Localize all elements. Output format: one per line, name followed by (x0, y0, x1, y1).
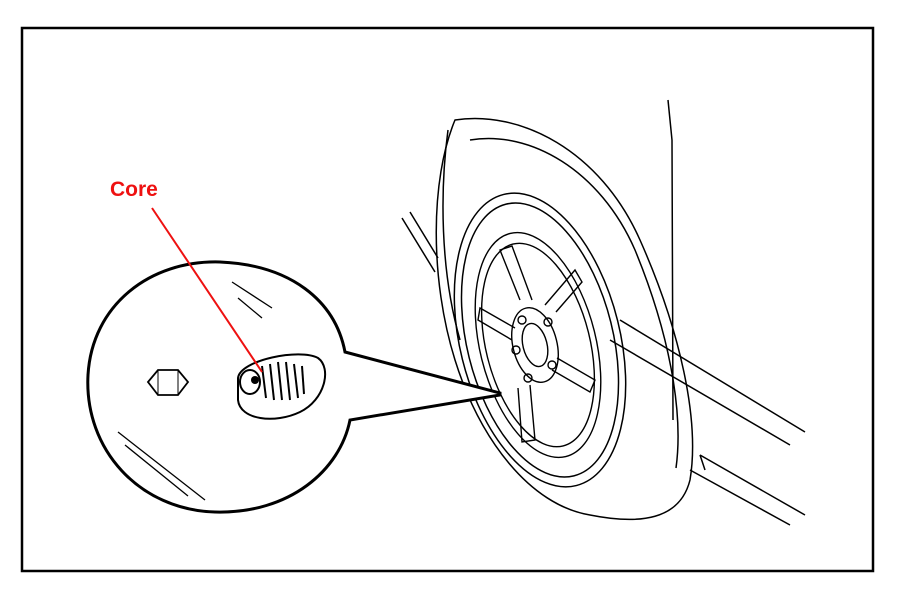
core-leader-line (151, 207, 263, 373)
wheel-rim (474, 231, 602, 459)
valve-cap-icon (146, 369, 190, 396)
core-label: Core (110, 178, 158, 201)
frame-border (20, 26, 875, 573)
tire (435, 117, 694, 521)
magnified-valve-view (86, 260, 502, 514)
wheel-hub (511, 307, 559, 383)
valve-core-icon (251, 376, 259, 384)
